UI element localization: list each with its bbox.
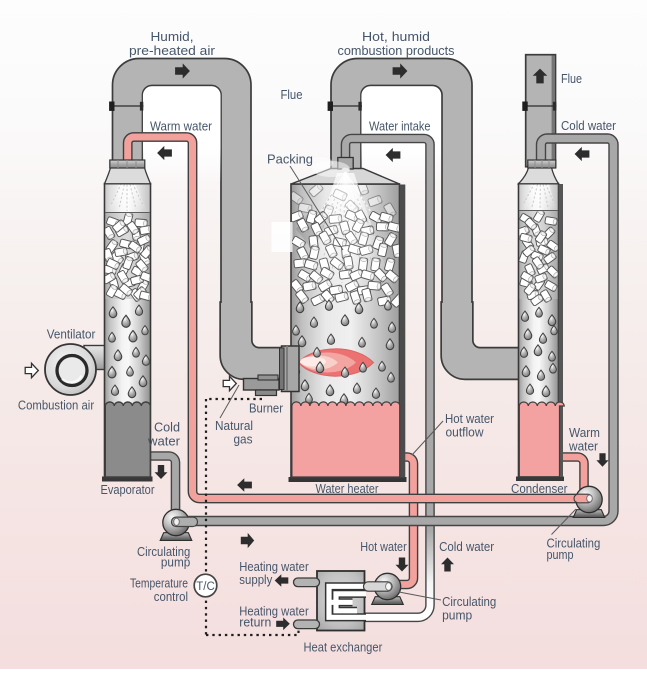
svg-text:Humid,: Humid, <box>151 29 194 44</box>
svg-text:Circulating: Circulating <box>137 544 190 559</box>
svg-text:Water heater: Water heater <box>316 481 380 496</box>
svg-text:pump: pump <box>442 608 472 623</box>
svg-text:pre-heated air: pre-heated air <box>129 43 216 58</box>
svg-text:water: water <box>568 439 599 454</box>
svg-text:Warm water: Warm water <box>150 119 213 134</box>
svg-text:return: return <box>239 615 271 630</box>
svg-text:supply: supply <box>239 572 273 587</box>
svg-text:Evaporator: Evaporator <box>101 482 156 497</box>
svg-text:Hot water: Hot water <box>360 539 407 554</box>
svg-text:pump: pump <box>547 547 574 562</box>
svg-text:Temperature: Temperature <box>130 576 188 591</box>
svg-text:Cold water: Cold water <box>561 118 617 133</box>
svg-text:Heat exchanger: Heat exchanger <box>304 640 383 655</box>
svg-text:Circulating: Circulating <box>547 536 601 551</box>
svg-text:Heating water: Heating water <box>239 559 309 574</box>
svg-text:Cold water: Cold water <box>439 539 495 554</box>
svg-text:T/C: T/C <box>196 581 215 593</box>
svg-text:Burner: Burner <box>249 401 284 416</box>
svg-text:Flue: Flue <box>281 87 303 102</box>
svg-text:pump: pump <box>161 555 190 570</box>
svg-text:control: control <box>154 589 188 604</box>
svg-text:Hot water: Hot water <box>445 411 495 426</box>
svg-text:Warm: Warm <box>569 425 600 440</box>
svg-text:combustion products: combustion products <box>338 43 455 58</box>
svg-text:Packing: Packing <box>267 152 313 167</box>
svg-text:Flue: Flue <box>561 71 582 86</box>
svg-text:Water intake: Water intake <box>369 119 431 134</box>
svg-text:water: water <box>147 434 181 449</box>
svg-text:Natural: Natural <box>215 418 253 433</box>
svg-text:Combustion air: Combustion air <box>18 397 95 412</box>
svg-text:Hot, humid: Hot, humid <box>362 29 430 44</box>
svg-text:Cold: Cold <box>154 420 180 435</box>
svg-text:Condenser: Condenser <box>511 481 568 496</box>
svg-text:Heating water: Heating water <box>239 604 309 619</box>
svg-text:gas: gas <box>234 432 253 447</box>
svg-text:Circulating: Circulating <box>442 594 496 609</box>
svg-text:outflow: outflow <box>446 425 485 440</box>
svg-text:Ventilator: Ventilator <box>47 326 96 341</box>
